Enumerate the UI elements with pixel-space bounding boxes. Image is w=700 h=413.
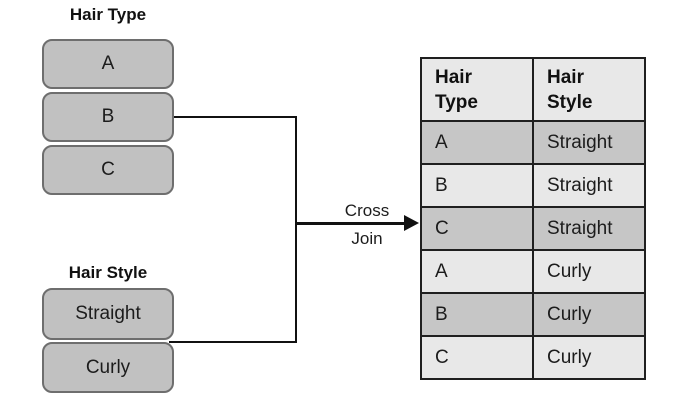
table-cell: Curly	[532, 335, 646, 380]
table-cell: C	[420, 206, 534, 251]
hair-type-box-a-label: A	[101, 53, 115, 74]
connector-line-from-straight	[169, 341, 297, 343]
table-row: B Straight	[420, 163, 646, 208]
hair-type-box-a: A	[42, 39, 174, 89]
hair-style-box-straight: Straight	[42, 288, 174, 340]
table-cell: Straight	[532, 163, 646, 208]
result-table-body: A Straight B Straight C Straight A Curly…	[420, 120, 646, 380]
header-cell-hair-style: Hair Style	[532, 57, 646, 122]
connector-vertical-line	[295, 116, 297, 343]
table-cell: A	[420, 249, 534, 294]
table-row: C Curly	[420, 335, 646, 380]
hair-type-title: Hair Type	[69, 5, 147, 24]
result-table-header: Hair Type Hair Style	[420, 57, 646, 122]
connector-line-from-b	[174, 116, 297, 118]
hair-style-box-curly-label: Curly	[85, 356, 131, 378]
table-cell: Curly	[532, 292, 646, 337]
hair-type-box-c-label: C	[101, 159, 115, 180]
table-cell: Curly	[532, 249, 646, 294]
hair-type-box-c: C	[42, 145, 174, 195]
table-cell: B	[420, 163, 534, 208]
cross-join-label-line2: Join	[351, 229, 383, 248]
cross-join-arrow-shaft	[295, 222, 407, 225]
table-cell: C	[420, 335, 534, 380]
table-cell: Straight	[532, 206, 646, 251]
table-cell: B	[420, 292, 534, 337]
hair-style-box-curly: Curly	[42, 342, 174, 393]
table-cell: Straight	[532, 120, 646, 165]
table-row: C Straight	[420, 206, 646, 251]
cross-join-label-line1: Cross	[344, 201, 390, 220]
hair-type-box-b: B	[42, 92, 174, 142]
hair-style-title: Hair Style	[68, 263, 148, 282]
table-row: A Curly	[420, 249, 646, 294]
hair-style-box-straight-label: Straight	[75, 303, 141, 324]
table-row: A Straight	[420, 120, 646, 165]
header-row: Hair Type Hair Style	[420, 57, 646, 122]
cross-join-result-table: Hair Type Hair Style A Straight B Straig…	[420, 57, 646, 380]
table-row: B Curly	[420, 292, 646, 337]
cross-join-arrowhead-icon	[404, 215, 419, 231]
header-cell-hair-type: Hair Type	[420, 57, 534, 122]
table-cell: A	[420, 120, 534, 165]
hair-type-box-b-label: B	[101, 106, 115, 127]
